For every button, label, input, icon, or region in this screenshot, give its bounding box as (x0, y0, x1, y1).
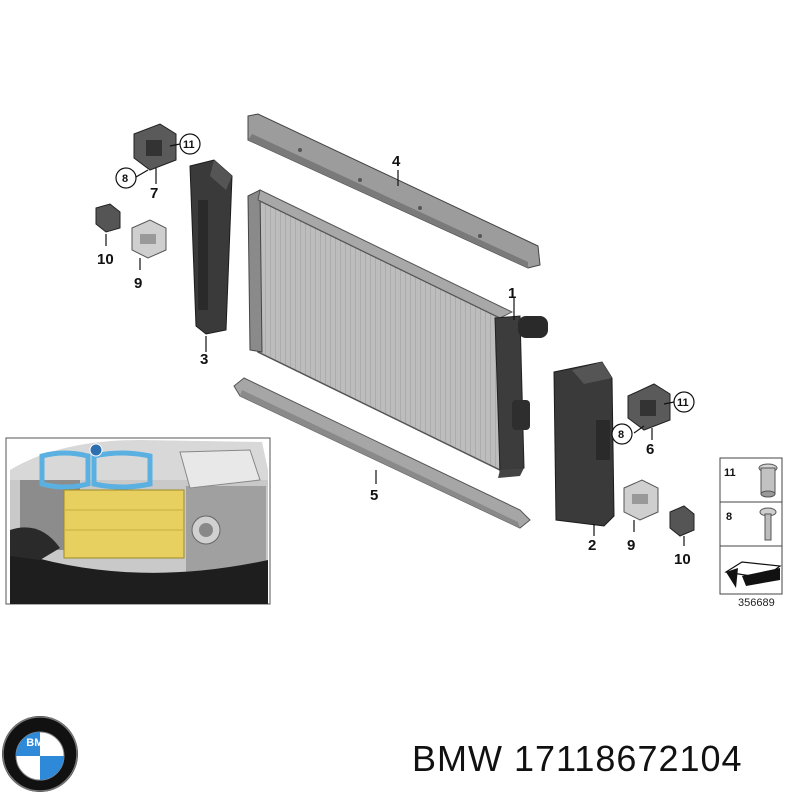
circled-callout-8-top: 8 (115, 167, 137, 189)
bmw-logo: BMW (2, 716, 78, 792)
callout-6: 6 (646, 441, 654, 458)
svg-text:11: 11 (677, 397, 689, 409)
callout-9-left: 9 (134, 275, 142, 292)
circled-callout-11-top: 11 (179, 133, 201, 155)
part-7-mount (133, 123, 177, 171)
part-9-insert-right (623, 479, 659, 521)
svg-text:BMW: BMW (26, 737, 54, 749)
part-2-right-bracket (553, 361, 615, 527)
callout-9-right: 9 (627, 537, 635, 554)
callout-5: 5 (370, 487, 378, 504)
rivet-nut-icon (758, 463, 778, 498)
diagram-id: 356689 (738, 597, 775, 609)
leader-lines (105, 143, 685, 546)
hardware-legend: 11 8 (719, 457, 783, 595)
callout-10-right: 10 (674, 551, 691, 568)
part-10-clip-right (669, 505, 695, 537)
inset-car-front-photo (5, 437, 271, 605)
callout-4: 4 (392, 153, 401, 170)
circled-callout-11-right: 11 (673, 391, 695, 413)
callout-3: 3 (200, 351, 208, 368)
legend-label-8: 8 (726, 511, 732, 523)
part-3-left-bracket (189, 159, 233, 335)
part-5-lower-panel (233, 377, 531, 529)
part-10-clip-left (95, 203, 121, 233)
part-4-upper-panel (247, 113, 541, 269)
part-number: 17118672104 (514, 738, 743, 779)
callout-2: 2 (588, 537, 596, 554)
svg-text:8: 8 (122, 173, 128, 185)
svg-text:11: 11 (183, 139, 195, 151)
part-6-mount (627, 383, 671, 431)
callout-1: 1 (508, 285, 516, 302)
callout-7: 7 (150, 185, 158, 202)
svg-text:8: 8 (618, 429, 624, 441)
brand-name: BMW (412, 738, 503, 779)
legend-label-11: 11 (724, 467, 736, 479)
part-1-radiator (247, 189, 548, 478)
part-number-caption: BMW 17118672104 (412, 738, 743, 780)
circled-callout-8-right: 8 (611, 423, 633, 445)
direction-arrow-icon (724, 561, 782, 588)
callout-10-left: 10 (97, 251, 114, 268)
part-9-insert-left (131, 219, 167, 259)
screw-icon (759, 507, 777, 541)
